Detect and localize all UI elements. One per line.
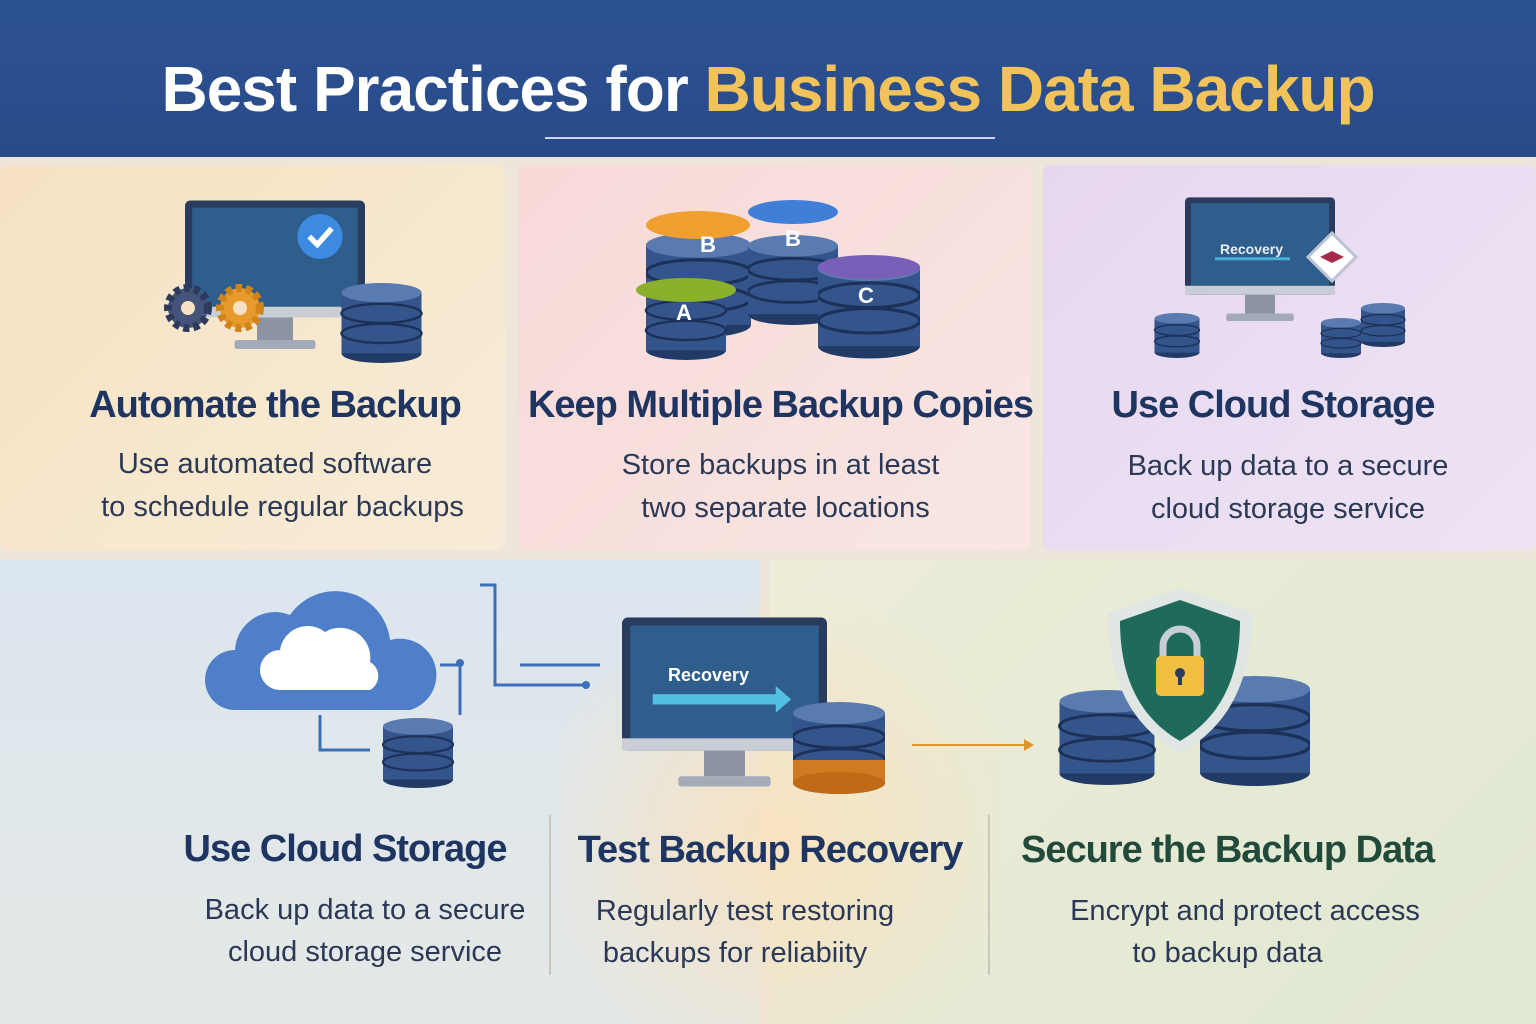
card-description-line: cloud storage service xyxy=(1150,493,1426,525)
connector-lines xyxy=(318,583,600,752)
card-description-line: Encrypt and protect access xyxy=(1070,895,1420,927)
card-description-line: cloud storage service xyxy=(227,936,503,968)
label-b: B xyxy=(700,232,716,257)
database-icon xyxy=(1153,313,1201,358)
gear-icon xyxy=(164,284,264,332)
arrow-right-icon xyxy=(912,739,1034,751)
database-stack-icon xyxy=(636,200,920,360)
card-title: Test Backup Recovery xyxy=(577,829,964,871)
card-description-line: backups for reliabiity xyxy=(602,937,868,969)
card-description-line: to backup data xyxy=(1132,937,1323,969)
cloud-icon xyxy=(205,591,437,710)
card-description-line: Regularly test restoring xyxy=(595,895,895,927)
card-description-line: Back up data to a secure xyxy=(1127,450,1449,482)
shield-lock-icon xyxy=(1108,588,1252,753)
automation-monitor-icon xyxy=(185,197,365,357)
database-icon xyxy=(793,702,885,794)
header-banner xyxy=(0,0,1536,157)
screen-label: Recovery xyxy=(668,665,750,685)
page-title: Best Practices for Business Data Backup xyxy=(0,52,1536,126)
title-highlight: Business Data Backup xyxy=(704,53,1376,125)
card-title: Keep Multiple Backup Copies xyxy=(527,384,1034,426)
label-c: C xyxy=(858,283,874,308)
card-title: Use Cloud Storage xyxy=(1111,384,1436,426)
card-description-line: two separate locations xyxy=(641,492,930,524)
column-divider xyxy=(988,815,990,975)
screen-label: Recovery xyxy=(1220,241,1284,257)
card-title: Secure the Backup Data xyxy=(1020,829,1435,871)
column-divider xyxy=(549,815,551,975)
label-b: B xyxy=(785,226,801,251)
recovery-monitor-icon xyxy=(1185,192,1335,330)
card-title: Automate the Backup xyxy=(89,384,462,426)
card-description-line: Store backups in at least xyxy=(621,449,940,481)
database-icon xyxy=(381,718,455,788)
label-a: A xyxy=(676,300,692,325)
card-description-line: Use automated software xyxy=(117,448,433,480)
card-description-line: to schedule regular backups xyxy=(101,491,464,523)
card-multiple-copies-background xyxy=(518,165,1030,550)
database-icon xyxy=(1360,303,1406,347)
title-underline xyxy=(545,137,995,139)
card-description-line: Back up data to a secure xyxy=(204,894,526,926)
diamond-badge-icon xyxy=(1305,230,1359,284)
database-icon xyxy=(339,283,424,363)
recovery-monitor-icon xyxy=(622,617,827,792)
title-main: Best Practices for xyxy=(161,53,705,125)
card-title: Use Cloud Storage xyxy=(183,828,508,870)
